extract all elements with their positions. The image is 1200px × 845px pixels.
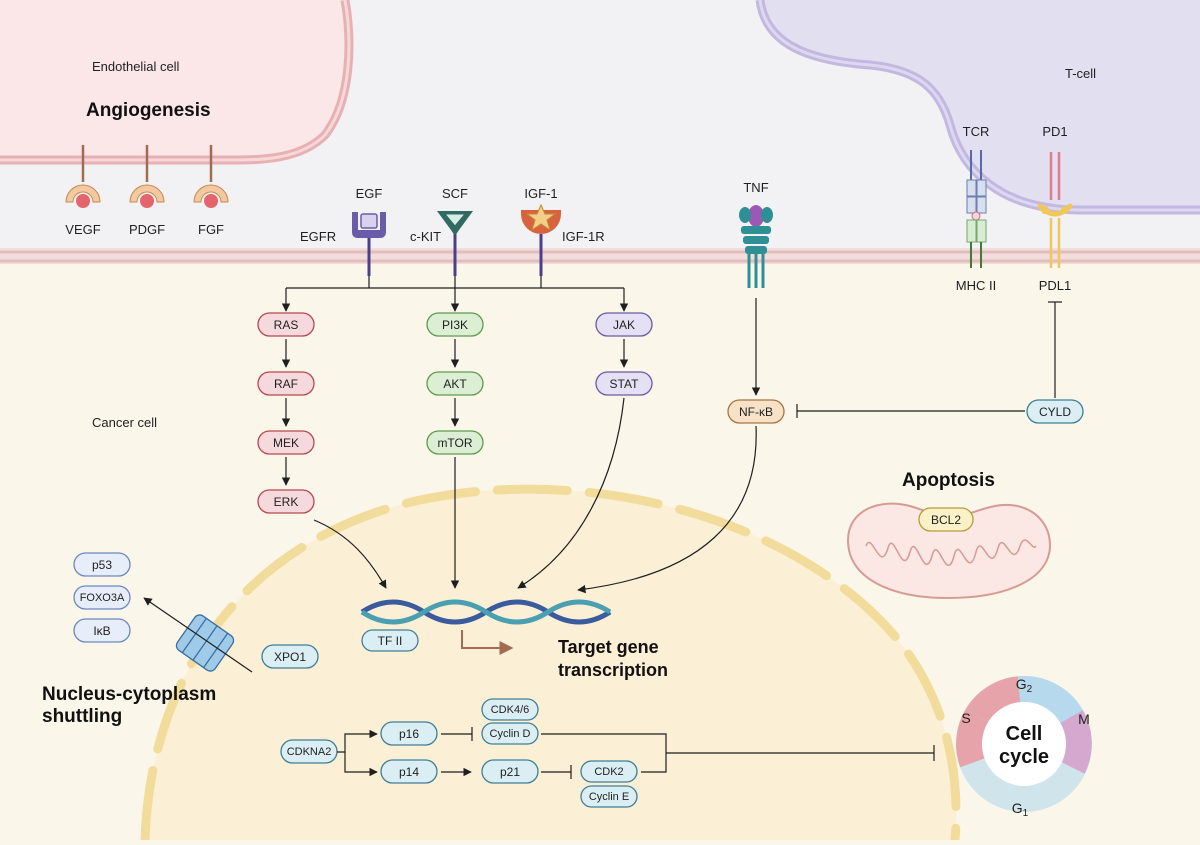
tnf-receptor: TNF: [739, 180, 773, 288]
raf-node: RAF: [274, 377, 298, 391]
igf1r-receptor: IGF-1 IGF-1R: [521, 186, 605, 276]
nfkb-node: NF-κB: [739, 405, 773, 419]
ckit-label: c-KIT: [410, 229, 441, 244]
pdl1-label: PDL1: [1039, 278, 1072, 293]
mtor-node: mTOR: [437, 436, 472, 450]
ras-node: RAS: [274, 318, 299, 332]
t-cell-label: T-cell: [1065, 66, 1096, 81]
cdkn2a-node: CDKNA2: [287, 746, 332, 758]
endothelial-cell-label: Endothelial cell: [92, 59, 180, 74]
cell-cycle-title-2: cycle: [999, 746, 1049, 768]
phase-s: S: [961, 710, 970, 726]
akt-node: AKT: [443, 377, 467, 391]
scf-label: SCF: [442, 186, 468, 201]
tcr-mhc-complex: TCR MHC II: [956, 124, 996, 293]
endothelial-cell-body: [0, 0, 349, 160]
p16-node: p16: [399, 727, 419, 741]
cell-cycle-title: Cell: [1006, 723, 1043, 745]
t-cell-body: [760, 0, 1200, 210]
p14-node: p14: [399, 765, 419, 779]
cdk46-node: CDK4/6: [491, 704, 530, 716]
phase-m: M: [1078, 711, 1090, 727]
stat-node: STAT: [610, 377, 640, 391]
target-gene-label-2: transcription: [558, 660, 668, 680]
fgf-label: FGF: [198, 222, 224, 237]
shuttling-title-2: shuttling: [42, 706, 122, 727]
mapk-pathway: RAS RAF MEK ERK: [257, 312, 315, 514]
cell-cycle-wheel: Cell cycle G2 M G1 S: [956, 675, 1092, 819]
angiogenesis-title: Angiogenesis: [86, 100, 211, 121]
cyclin-e-node: Cyclin E: [589, 791, 629, 803]
vegf-label: VEGF: [65, 222, 100, 237]
apoptosis-title: Apoptosis: [902, 470, 995, 491]
ckit-receptor: SCF c-KIT: [410, 186, 473, 276]
pd1-pdl1-complex: PD1 PDL1: [1037, 124, 1073, 293]
egf-label: EGF: [356, 186, 383, 201]
phase-g2: G2: [1016, 676, 1033, 695]
nfkb-branch: NF-κB CYLD: [727, 298, 1084, 424]
jak-node: JAK: [613, 318, 635, 332]
nucleus: [145, 489, 957, 840]
shuttling-title: Nucleus-cytoplasm: [42, 684, 216, 705]
erk-node: ERK: [274, 495, 299, 509]
foxo3a-node: FOXO3A: [80, 592, 125, 604]
phase-g1: G1: [1012, 800, 1029, 819]
pi3k-pathway: PI3K AKT mTOR: [426, 312, 484, 455]
cell-cycle-regulators: CDKNA2 p16 p14 CDK4/6 Cyclin D p21 CDK2 …: [280, 698, 935, 808]
mitochondrion: BCL2: [846, 502, 1052, 600]
tcr-label: TCR: [963, 124, 990, 139]
cancer-cell-label: Cancer cell: [92, 415, 157, 430]
tnf-label: TNF: [743, 180, 768, 195]
p53-node: p53: [92, 558, 112, 572]
igf1r-label: IGF-1R: [562, 229, 605, 244]
shuttling-group: p53 FOXO3A IκB XPO1: [73, 552, 319, 673]
cyld-node: CYLD: [1039, 405, 1071, 419]
igf1-label: IGF-1: [524, 186, 557, 201]
endothelial-receptor-fgf: FGF: [193, 145, 229, 237]
mek-node: MEK: [273, 436, 299, 450]
target-gene-label: Target gene: [558, 637, 659, 657]
xpo1-node: XPO1: [274, 650, 306, 664]
endothelial-receptor-vegf: VEGF: [65, 145, 101, 237]
pi3k-node: PI3K: [442, 318, 468, 332]
tf2-node: TF II: [378, 634, 403, 648]
cyclin-d-node: Cyclin D: [490, 728, 531, 740]
p21-node: p21: [500, 765, 520, 779]
ikb-node: IκB: [93, 624, 110, 638]
egfr-receptor: EGF EGFR: [300, 186, 386, 276]
cdk2-node: CDK2: [594, 766, 623, 778]
mhc-label: MHC II: [956, 278, 996, 293]
jak-stat-pathway: JAK STAT: [595, 312, 653, 396]
pd1-label: PD1: [1042, 124, 1067, 139]
egfr-label: EGFR: [300, 229, 336, 244]
receptor-connector: [281, 276, 629, 312]
bcl2-node: BCL2: [931, 513, 961, 527]
endothelial-receptor-pdgf: PDGF: [129, 145, 165, 237]
dna-helix: TF II: [360, 599, 612, 655]
transcription-inputs: [313, 397, 757, 594]
pdgf-label: PDGF: [129, 222, 165, 237]
